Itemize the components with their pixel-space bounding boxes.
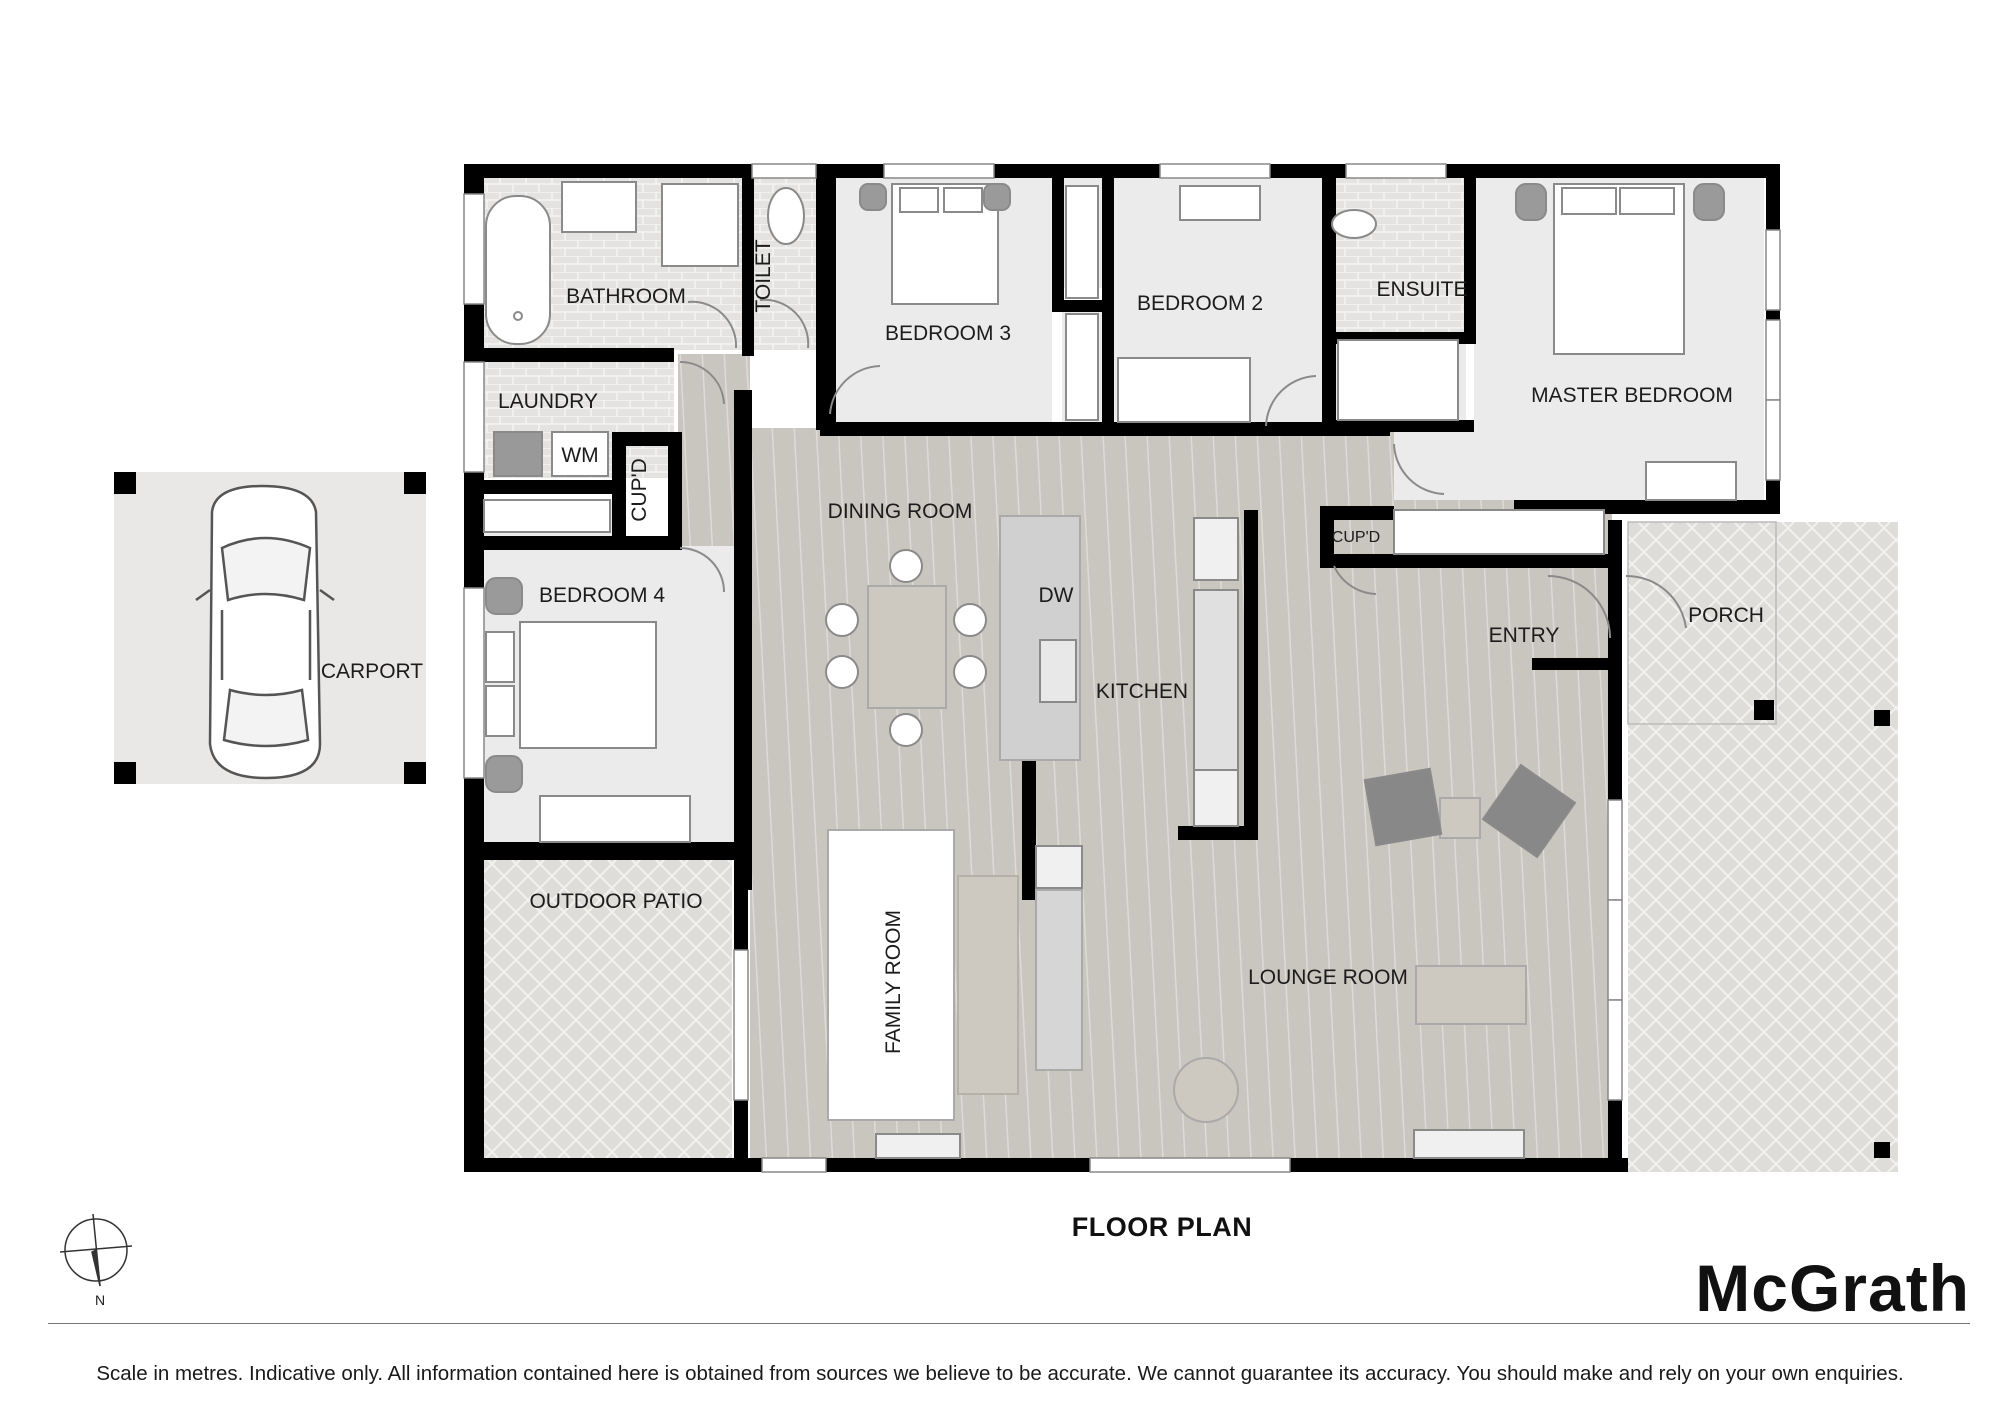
brand-logo: McGrath [1695, 1251, 1970, 1325]
label-master-bedroom: MASTER BEDROOM [1531, 384, 1733, 407]
label-bedroom-4: BEDROOM 4 [539, 584, 665, 607]
label-toilet: TOILET [752, 239, 775, 312]
armchair-icon [1363, 767, 1443, 847]
lounge-sideboard [1415, 965, 1527, 1025]
family-room-rug [827, 829, 955, 1121]
compass-icon [59, 1213, 133, 1287]
label-bathroom: BATHROOM [566, 285, 686, 308]
sofa [957, 875, 1019, 1095]
windows [463, 163, 1781, 1173]
label-bedroom-2: BEDROOM 2 [1137, 292, 1263, 315]
label-lounge-room: LOUNGE ROOM [1248, 966, 1408, 989]
label-family-room: FAMILY ROOM [882, 910, 905, 1054]
sink-icon [1039, 639, 1077, 703]
disclaimer-text: Scale in metres. Indicative only. All in… [96, 1362, 1904, 1385]
dining-table [867, 585, 947, 709]
car-icon [195, 484, 335, 780]
armchair-icon [1481, 763, 1577, 859]
label-wm: WM [561, 444, 598, 467]
kitchen-island [999, 515, 1081, 761]
bed-icon [519, 621, 657, 749]
label-dw: DW [1039, 584, 1074, 607]
washing-machine-icon [551, 431, 609, 477]
shower-icon [661, 183, 739, 267]
compass-north-label: N [95, 1292, 105, 1308]
label-laundry: LAUNDRY [498, 390, 598, 413]
label-carport: CARPORT [321, 660, 423, 683]
toilet-icon [767, 187, 805, 245]
label-entry: ENTRY [1489, 624, 1560, 647]
label-dining-room: DINING ROOM [828, 500, 973, 523]
divider [48, 1323, 1970, 1324]
floor-plan-title: FLOOR PLAN [1071, 1212, 1253, 1242]
label-cupd-entry: CUP'D [1332, 529, 1380, 546]
label-ensuite: ENSUITE [1376, 278, 1467, 301]
carport [114, 472, 426, 784]
label-bedroom-3: BEDROOM 3 [885, 322, 1011, 345]
label-outdoor-patio: OUTDOOR PATIO [529, 890, 702, 913]
label-cupd-laundry: CUP'D [628, 458, 651, 522]
laundry-sink-icon [493, 431, 543, 477]
room-labels: BATHROOM TOILET BEDROOM 3 BEDROOM 2 ENSU… [321, 239, 1764, 1054]
basin-icon [561, 181, 637, 233]
label-kitchen: KITCHEN [1096, 680, 1188, 703]
label-porch: PORCH [1688, 604, 1764, 627]
side-table [1173, 1057, 1239, 1123]
bathtub-icon [485, 195, 551, 345]
outdoor-patio-paving [466, 860, 732, 1172]
fixtures [483, 181, 1737, 1159]
